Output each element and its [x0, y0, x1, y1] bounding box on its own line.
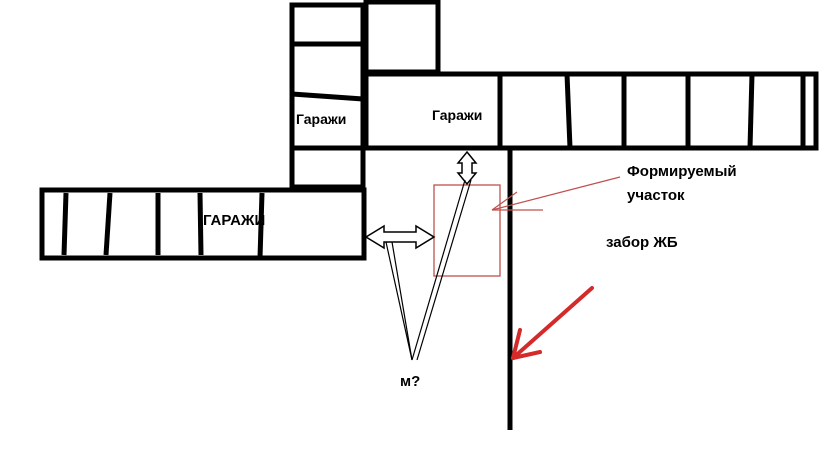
building-square-block	[363, 0, 441, 75]
plot-label-pointer	[491, 176, 621, 211]
distance-question-label: м?	[400, 373, 420, 390]
fence-label: забор ЖБ	[606, 234, 678, 251]
garages-label-top: Гаражи	[432, 107, 482, 123]
garage-row-top	[363, 71, 819, 151]
plot-label-line1: Формируемый	[627, 163, 737, 180]
double-arrow-horizontal	[364, 224, 436, 250]
garage-block-vertical	[289, 2, 366, 190]
garages-label-vertical: Гаражи	[296, 111, 346, 127]
proposed-plot-outline	[433, 184, 501, 277]
double-arrow-vertical	[456, 150, 478, 186]
question-pointer-lines	[385, 179, 472, 361]
plot-label-line2: участок	[627, 187, 685, 204]
garages-label-left: ГАРАЖИ	[203, 212, 265, 229]
red-arrow-to-fence	[511, 286, 594, 360]
garage-row-left	[39, 187, 367, 261]
